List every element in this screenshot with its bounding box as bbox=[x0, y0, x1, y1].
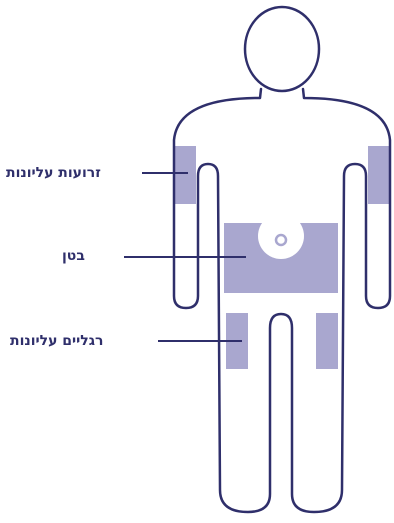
right-upper-arm-area bbox=[368, 146, 390, 204]
upper-thighs-label: רגליים עליונות bbox=[10, 334, 103, 348]
belly-label: בטן bbox=[62, 249, 85, 263]
left-upper-arm-area bbox=[174, 146, 196, 204]
upper-arms-label: זרועות עליונות bbox=[6, 166, 101, 180]
body-outline bbox=[174, 89, 390, 512]
head bbox=[245, 7, 319, 91]
right-upper-thigh-area bbox=[316, 313, 338, 369]
